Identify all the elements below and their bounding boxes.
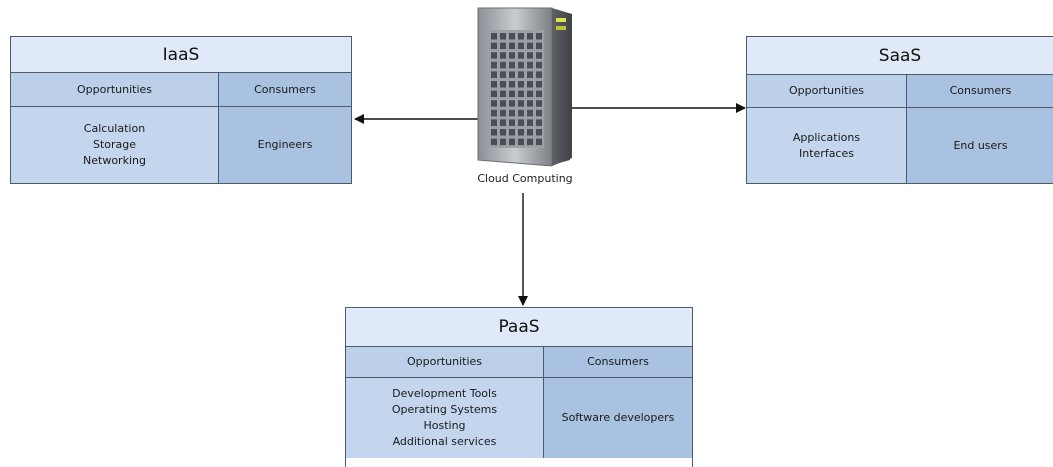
iaas-opportunities: Calculation Storage Networking	[11, 107, 219, 183]
saas-panel: SaaS Opportunities Consumers Application…	[746, 36, 1053, 184]
iaas-panel: IaaS Opportunities Consumers Calculation…	[10, 36, 352, 184]
iaas-consumers: Engineers	[219, 107, 351, 183]
connector-layer	[354, 7, 746, 306]
saas-opportunities-header: Opportunities	[747, 75, 907, 108]
paas-panel: PaaS Opportunities Consumers Development…	[345, 307, 693, 467]
saas-consumers: End users	[907, 108, 1053, 183]
paas-consumers: Software developers	[544, 378, 692, 458]
paas-consumers-header: Consumers	[544, 347, 692, 378]
saas-consumers-header: Consumers	[907, 75, 1053, 108]
saas-opportunities: Applications Interfaces	[747, 108, 907, 183]
server-tower-icon	[477, 7, 572, 167]
saas-title: SaaS	[747, 37, 1053, 75]
iaas-title: IaaS	[11, 37, 351, 73]
iaas-consumers-header: Consumers	[219, 73, 351, 107]
paas-title: PaaS	[346, 308, 692, 347]
cloud-computing-label: Cloud Computing	[477, 172, 573, 185]
paas-opportunities: Development Tools Operating Systems Host…	[346, 378, 544, 458]
iaas-opportunities-header: Opportunities	[11, 73, 219, 107]
paas-opportunities-header: Opportunities	[346, 347, 544, 378]
